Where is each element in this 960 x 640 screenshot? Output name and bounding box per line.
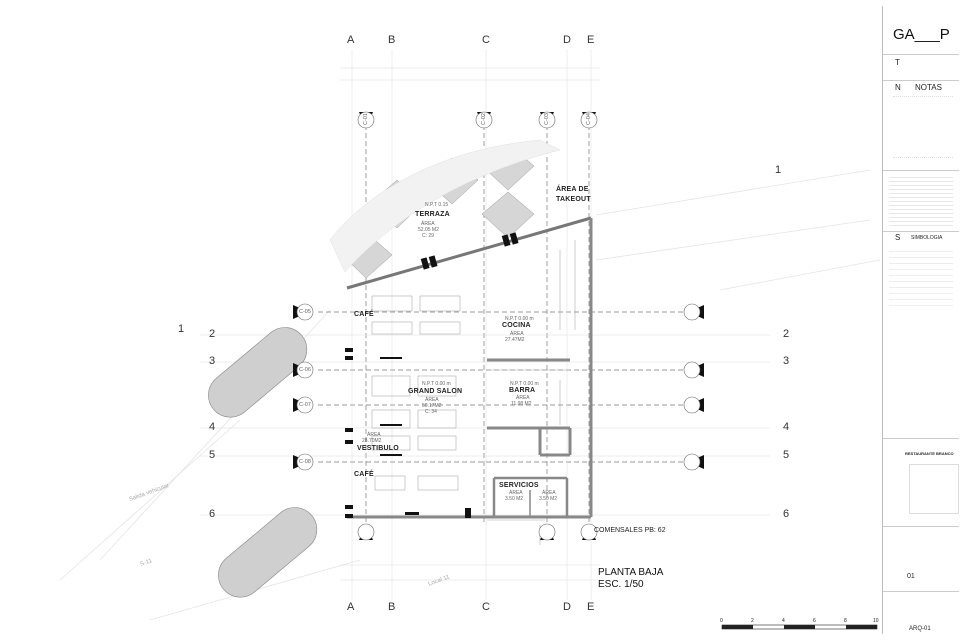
simbologia-title: SIMBOLOGIA <box>911 235 943 241</box>
panel-header: GA___P <box>893 26 950 43</box>
cocina-area: 27.47M2 <box>505 337 525 343</box>
barra-label: BARRA <box>509 387 536 394</box>
scale-tick: 2 <box>751 618 754 624</box>
spec-text <box>889 174 953 226</box>
scale-bar <box>721 624 878 630</box>
restaurant-name: RESTAURANTE BRANCO <box>905 451 954 456</box>
scale-tick: 6 <box>813 618 816 624</box>
terraza-area: 52.05 M2 <box>418 227 439 233</box>
panel-n-letter: N <box>895 83 901 92</box>
takeout-label-line2: TAKEOUT <box>556 196 591 203</box>
scale-tick: 4 <box>782 618 785 624</box>
services-walls <box>492 476 569 517</box>
terraza-label: TERRAZA <box>415 211 450 218</box>
panel-t-letter: T <box>895 58 900 67</box>
row-label-6: 6 <box>209 508 216 520</box>
column-label-a: A <box>347 34 355 46</box>
grand-salon-label: GRAND SALON <box>408 388 463 395</box>
vestibulo-area-label: ÁREA <box>367 432 381 438</box>
terraza-code: C: 29 <box>422 233 434 239</box>
scale-tick: 8 <box>844 618 847 624</box>
servicios-area-label: ÁREA <box>509 490 523 496</box>
cocina-label: COCINA <box>502 322 531 329</box>
row-label-6: 6 <box>783 508 790 520</box>
barra-area: 11.98 M2 <box>511 401 532 407</box>
plan-scale: ESC. 1/50 <box>598 579 644 590</box>
column-label-d: D <box>563 34 571 46</box>
sheet-code: ARQ-01 <box>909 626 931 632</box>
column-label-e: E <box>587 34 595 46</box>
scale-tick: 10 <box>873 618 879 624</box>
terrace-wall <box>346 216 592 290</box>
vestibulo-area: 28.70M2 <box>362 438 382 444</box>
row-label-3: 3 <box>209 355 216 367</box>
terraza-area-label: ÁREA <box>421 221 435 227</box>
servicios-area: 3.50 M2 <box>505 496 524 502</box>
column-label-d: D <box>563 601 571 613</box>
grand-salon-area-label: ÁREA <box>425 397 439 403</box>
notas-text <box>893 96 953 158</box>
barra-area-label: ÁREA <box>516 395 530 401</box>
terraza-level: N.P.T 0.15 <box>425 202 449 208</box>
section-label: C-06 <box>299 367 311 373</box>
section-label: C-05 <box>299 309 311 315</box>
column-label-e: E <box>587 601 595 613</box>
servicios-area-label: ÁREA <box>542 490 556 496</box>
context-lines <box>59 169 881 621</box>
row-label-4: 4 <box>783 421 790 433</box>
section-label: C-07 <box>299 402 311 408</box>
grand-salon-area: 50.17M2 <box>422 403 442 409</box>
title-block: GA___P T N NOTAS S SIMBOLOGIA RESTAURANT… <box>882 6 959 634</box>
section-label: C-04 <box>585 113 592 125</box>
cocina-level: N.P.T 0.00 m <box>505 316 534 322</box>
column-label-b: B <box>388 601 396 613</box>
symbol-legend <box>889 246 953 306</box>
vestibulo-label: VESTIBULO <box>357 445 399 452</box>
comensales-label: COMENSALES PB: 62 <box>594 527 666 534</box>
section-label: C-08 <box>299 459 311 465</box>
servicios-label: SERVICIOS <box>499 482 539 489</box>
servicios-area: 3.50 M2 <box>539 496 558 502</box>
section-label: C-02 <box>480 113 487 125</box>
grand-salon-level: N.P.T 0.00 m <box>422 381 451 387</box>
plan-title: PLANTA BAJA <box>598 567 664 578</box>
column-label-b: B <box>388 34 396 46</box>
cafe-bottom-label: CAFÉ <box>354 471 374 478</box>
row-label-1: 1 <box>775 164 782 176</box>
panel-s-letter: S <box>895 233 901 242</box>
row-label-4: 4 <box>209 421 216 433</box>
building-walls <box>347 218 593 519</box>
column-label-a: A <box>347 601 355 613</box>
scale-tick: 0 <box>720 618 723 624</box>
cafe-top-label: CAFÉ <box>354 311 374 318</box>
section-label: C-03 <box>543 113 550 125</box>
notas-title: NOTAS <box>915 83 942 92</box>
row-label-2: 2 <box>209 328 216 340</box>
wall-stubs <box>345 348 471 518</box>
barra-level: N.P.T 0.00 m <box>510 381 539 387</box>
row-label-5: 5 <box>783 449 790 461</box>
takeout-label-line1: ÁREA DE <box>556 186 589 193</box>
sheet-number: 01 <box>907 573 915 580</box>
column-label-c: C <box>482 601 490 613</box>
row-label-2: 2 <box>783 328 790 340</box>
cocina-area-label: ÁREA <box>510 331 524 337</box>
vehicles <box>208 327 318 598</box>
location-map <box>909 464 959 514</box>
section-label: C-01 <box>362 113 369 125</box>
column-label-c: C <box>482 34 490 46</box>
grand-salon-code: C: 34 <box>425 409 437 415</box>
row-label-3: 3 <box>783 355 790 367</box>
row-label-5: 5 <box>209 449 216 461</box>
row-label-1: 1 <box>178 323 185 335</box>
